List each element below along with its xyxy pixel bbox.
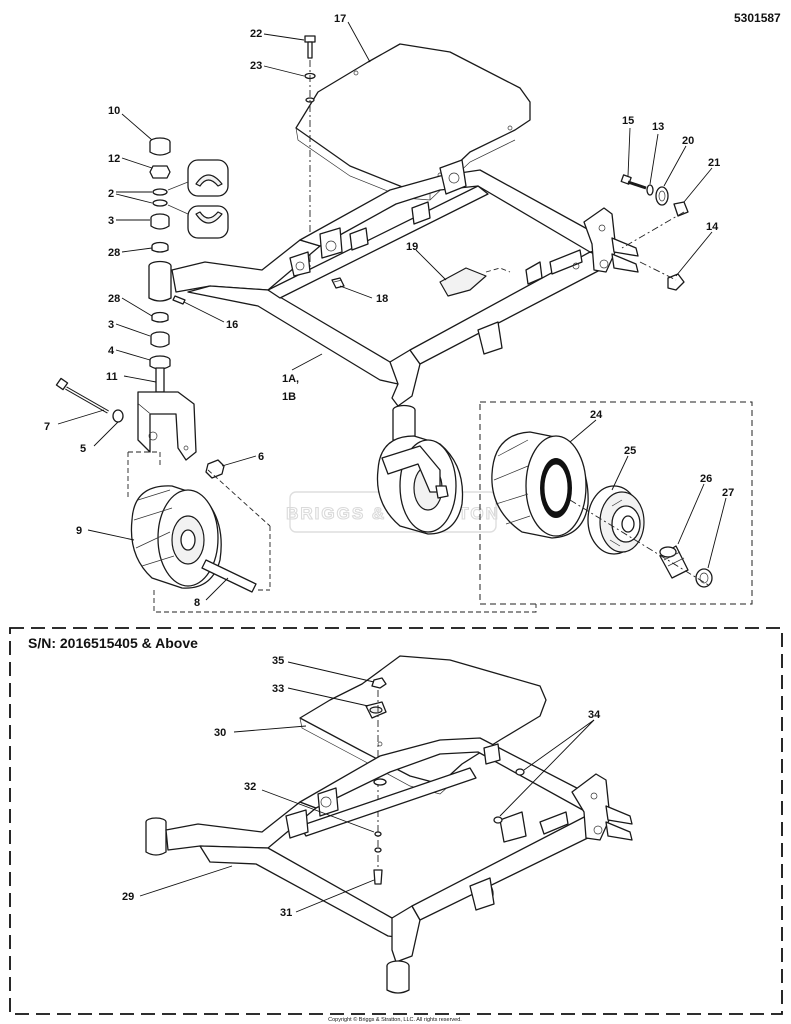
rear-caster-wheel [376, 404, 464, 535]
bushing-detail-bubbles [167, 159, 229, 239]
callout-33: 33 [272, 683, 284, 695]
nut-34b [493, 816, 503, 824]
callout-7: 7 [44, 421, 50, 433]
detail-link-guide [153, 590, 537, 613]
nut-14 [667, 273, 685, 291]
callout-10: 10 [108, 105, 120, 117]
callout-11: 11 [106, 371, 118, 383]
callout-28b: 28 [108, 293, 120, 305]
callout-15: 15 [622, 115, 634, 127]
spacer-lower [373, 778, 387, 786]
drawing-number: 5301587 [734, 11, 781, 25]
caster-stack [137, 137, 197, 461]
brace-19-guide [485, 267, 511, 273]
callout-27: 27 [722, 487, 734, 499]
callout-21: 21 [708, 157, 720, 169]
washer-13 [646, 184, 654, 196]
callout-26: 26 [700, 473, 712, 485]
frame-29 [145, 737, 633, 994]
bushing-20 [655, 186, 669, 206]
callout-13: 13 [652, 121, 664, 133]
callout-1a: 1A, [282, 373, 299, 385]
serial-section-header: S/N: 2016515405 & Above [28, 635, 198, 651]
bolt-22 [304, 35, 316, 59]
wheel-detail-box [479, 401, 753, 605]
bolt-7 [55, 377, 109, 414]
callout-8: 8 [194, 597, 200, 609]
bracket-33 [365, 701, 387, 719]
callout-18: 18 [376, 293, 388, 305]
nut-34a [515, 768, 525, 776]
callout-5: 5 [80, 443, 86, 455]
seat-plate-17 [295, 43, 531, 201]
callout-28a: 28 [108, 247, 120, 259]
callout-2: 2 [108, 188, 114, 200]
bolt-31 [373, 869, 383, 885]
callout-6: 6 [258, 451, 264, 463]
callout-23: 23 [250, 60, 262, 72]
callout-3b: 3 [108, 319, 114, 331]
nut-6 [205, 459, 225, 479]
clip-18 [331, 277, 345, 289]
callout-22: 22 [250, 28, 262, 40]
serial-section-box [9, 627, 783, 1015]
seat-plate-30 [299, 655, 547, 795]
washer-32 [374, 831, 382, 837]
callout-25: 25 [624, 445, 636, 457]
main-frame-1 [171, 159, 639, 407]
callout-20: 20 [682, 135, 694, 147]
hardware-right [620, 174, 689, 291]
callout-29: 29 [122, 891, 134, 903]
brace-19 [439, 267, 487, 297]
callout-12: 12 [108, 153, 120, 165]
callout-4: 4 [108, 345, 115, 357]
callout-14: 14 [706, 221, 719, 233]
callout-17: 17 [334, 13, 346, 25]
callout-9: 9 [76, 525, 82, 537]
spacer-21 [673, 201, 689, 217]
callout-31: 31 [280, 907, 292, 919]
callout-19: 19 [406, 241, 418, 253]
callout-1b: 1B [282, 391, 296, 403]
callout-24: 24 [590, 409, 603, 421]
callout-32: 32 [244, 781, 256, 793]
callout-34: 34 [588, 709, 601, 721]
callout-35: 35 [272, 655, 284, 667]
leader-lines [57, 21, 727, 913]
wheel-detail [491, 431, 713, 588]
callout-3a: 3 [108, 215, 114, 227]
washer-32b [374, 847, 382, 853]
spacer-8 [201, 559, 257, 593]
wheel9-guide [127, 451, 271, 591]
callout-16: 16 [226, 319, 238, 331]
nut-35 [371, 677, 387, 689]
callout-30: 30 [214, 727, 226, 739]
copyright-line: Copyright © Briggs & Stratton, LLC. All … [328, 1016, 462, 1023]
washer-5 [112, 409, 124, 423]
wheel-9 [130, 485, 222, 589]
